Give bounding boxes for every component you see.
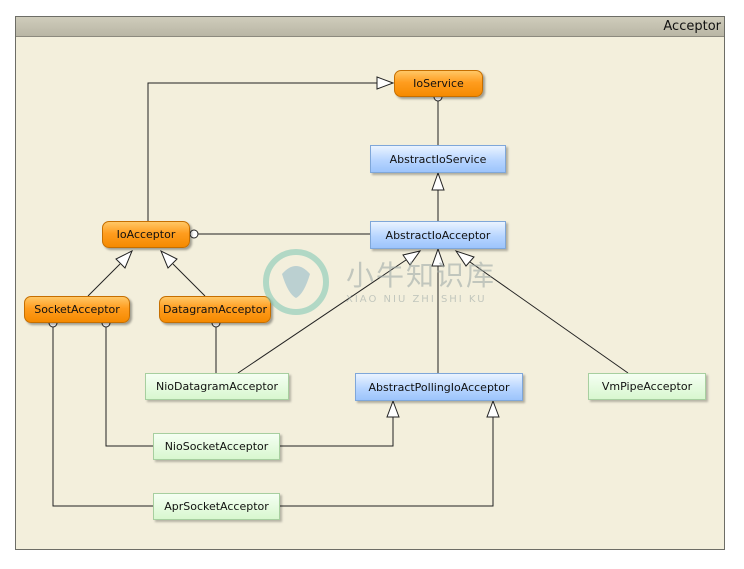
arrowhead-abstractioacceptor-right <box>454 250 475 267</box>
edge-datagramacceptor-ioacceptor <box>172 263 206 297</box>
arrowhead-ioacceptor-left <box>115 249 133 269</box>
node-niodatagramacceptor[interactable]: NioDatagramAcceptor <box>145 373 289 400</box>
node-abstractioacceptor[interactable]: AbstractIoAcceptor <box>370 221 506 249</box>
edge-socketacceptor-niosocket <box>105 327 153 447</box>
node-ioacceptor[interactable]: IoAcceptor <box>102 221 190 248</box>
node-label: SocketAcceptor <box>34 303 120 316</box>
watermark-logo-icon <box>263 249 329 315</box>
arrowhead-abstractioacceptor-left <box>402 250 422 266</box>
node-vmpipeacceptor[interactable]: VmPipeAcceptor <box>588 373 706 400</box>
frame-titlebar: Acceptor <box>16 17 724 37</box>
edge-niodatagram-abstractioacceptor <box>237 259 407 374</box>
frame-title: Acceptor <box>663 19 721 34</box>
node-niosocketacceptor[interactable]: NioSocketAcceptor <box>153 433 280 460</box>
arrowhead-ioservice <box>376 76 395 90</box>
edge-ioacceptor-ioservice <box>147 82 377 221</box>
lollipop-ioacceptor <box>189 229 199 239</box>
node-label: IoAcceptor <box>116 228 176 241</box>
node-label: AbstractIoService <box>389 152 487 166</box>
watermark: 小牛知识库 XIAO NIU ZHI SHI KU <box>258 246 498 316</box>
edge-niosocket-abstractpolling <box>280 417 394 447</box>
edge-aprsocket-abstractpolling <box>280 417 494 507</box>
arrowhead-abstractioservice <box>431 171 445 191</box>
arrowhead-ioacceptor-right <box>160 249 178 269</box>
node-label: AprSocketAcceptor <box>164 500 269 513</box>
edge-socketacceptor-ioacceptor <box>87 263 121 297</box>
watermark-text-cn: 小牛知识库 <box>346 259 497 292</box>
watermark-text-en: XIAO NIU ZHI SHI KU <box>346 294 487 305</box>
node-label: VmPipeAcceptor <box>601 380 693 393</box>
node-label: AbstractPollingIoAcceptor <box>368 380 510 394</box>
node-abstractioservice[interactable]: AbstractIoService <box>370 145 506 173</box>
node-label: DatagramAcceptor <box>163 303 267 316</box>
node-socketacceptor[interactable]: SocketAcceptor <box>24 296 130 323</box>
edge-vmpipe-abstractioacceptor <box>469 261 629 374</box>
node-ioservice[interactable]: IoService <box>394 70 483 97</box>
edge-socketacceptor-aprsocket <box>52 327 153 507</box>
arrowhead-abstractpolling-left <box>386 399 400 418</box>
node-abstractpollingioacceptor[interactable]: AbstractPollingIoAcceptor <box>355 373 523 401</box>
arrowhead-abstractioacceptor-center <box>431 247 445 267</box>
node-label: AbstractIoAcceptor <box>385 228 491 242</box>
node-aprsocketacceptor[interactable]: AprSocketAcceptor <box>153 493 280 520</box>
node-label: NioSocketAcceptor <box>164 440 269 453</box>
node-label: IoService <box>413 77 464 90</box>
node-datagramacceptor[interactable]: DatagramAcceptor <box>159 296 271 323</box>
diagram-frame: Acceptor <box>15 16 725 550</box>
arrowhead-abstractpolling-right <box>486 399 500 418</box>
node-label: NioDatagramAcceptor <box>156 380 278 393</box>
